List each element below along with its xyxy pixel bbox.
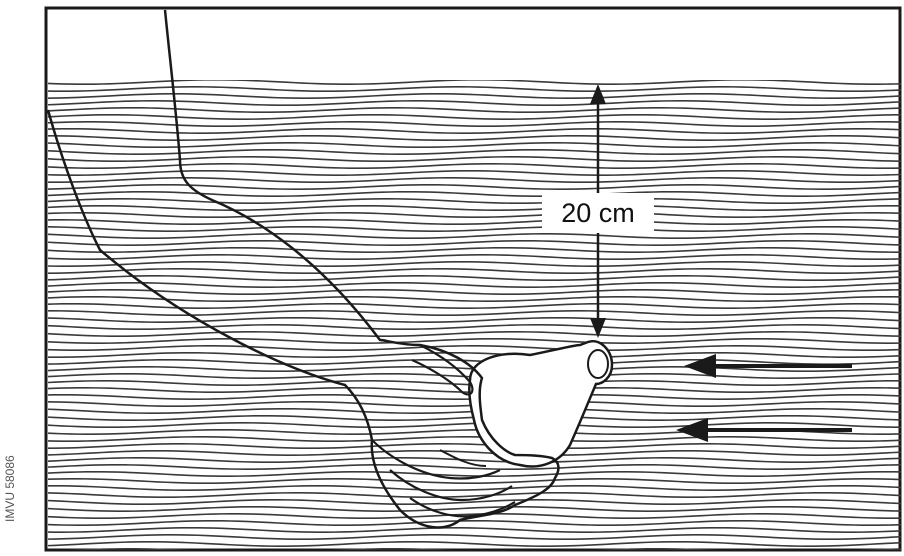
water-stripe — [46, 164, 902, 168]
water-stripe — [46, 472, 902, 476]
water-stripe — [46, 276, 902, 280]
water-stripe — [46, 353, 902, 357]
water-stripe — [46, 451, 902, 455]
water-stripe — [46, 157, 902, 161]
water-stripe — [46, 479, 902, 483]
water-stripe — [46, 290, 902, 294]
water-stripe — [46, 486, 902, 490]
water-stripe — [46, 542, 902, 546]
water-stripe — [46, 192, 902, 196]
water-stripe — [46, 199, 902, 203]
water-stripe — [46, 248, 902, 252]
water-stripe — [46, 241, 902, 245]
water-stripe — [46, 213, 902, 217]
depth-label: 20 cm — [542, 193, 654, 233]
water-stripe — [46, 234, 902, 238]
water-stripe — [46, 269, 902, 273]
water-stripe — [46, 444, 902, 448]
water-stripe — [46, 437, 902, 441]
water-stripe — [46, 528, 902, 532]
water-stripe — [46, 178, 902, 182]
water-stripe — [46, 171, 902, 175]
water-stripe — [46, 150, 902, 154]
water-stripe — [46, 143, 902, 147]
water-stripe — [46, 311, 902, 315]
water-stripe — [46, 535, 902, 539]
water-stripe — [46, 360, 902, 364]
water-stripe — [46, 325, 902, 329]
water-stripe — [46, 255, 902, 259]
water-stripe — [46, 458, 902, 462]
water-stripe — [46, 493, 902, 497]
water-stripe — [46, 122, 902, 126]
water-stripe — [46, 318, 902, 322]
figure-code: IMVU 58086 — [2, 402, 18, 522]
water-stripe — [46, 227, 902, 231]
water-stripe — [46, 339, 902, 343]
flow-arrow-lower — [676, 418, 852, 442]
water-stripe — [46, 262, 902, 266]
water-stripe — [46, 346, 902, 350]
water-stripe — [46, 220, 902, 224]
water-stripe — [46, 332, 902, 336]
water-stripe — [46, 115, 902, 119]
water-stripe — [46, 80, 902, 84]
water-stripe — [46, 521, 902, 525]
water-stripe — [46, 297, 902, 301]
water-stripe — [46, 507, 902, 511]
water-stripe — [46, 185, 902, 189]
water-body — [46, 80, 902, 553]
water-stripe — [46, 136, 902, 140]
water-stripe — [46, 129, 902, 133]
water-stripe — [46, 206, 902, 210]
water-stripe — [46, 283, 902, 287]
